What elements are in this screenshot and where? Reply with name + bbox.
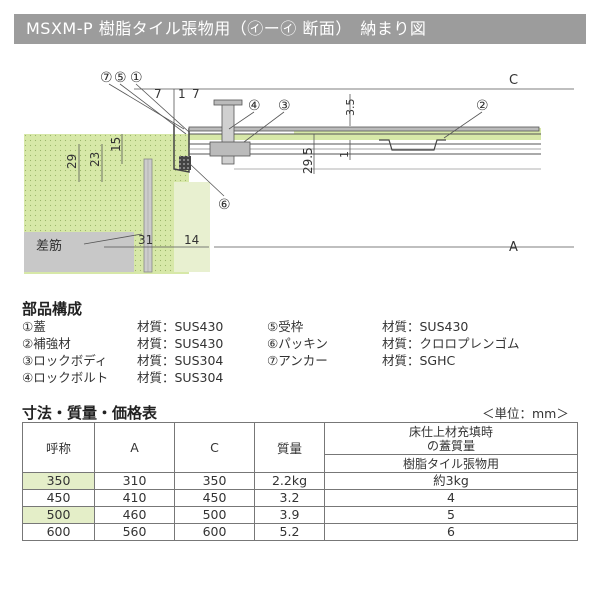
cross-section-diagram: 7 1 7 3.5 29 23 15 29.5 1 31 14 C A 差筋 ⑦… [24,70,574,274]
label-sashin: 差筋 [36,238,62,254]
dim-29-5: 29.5 [301,147,315,174]
cell-filled: 6 [324,523,578,541]
dim-7b: 7 [192,87,200,101]
part-name: ⑤受枠 [267,319,304,334]
marker-5: ⑤ [114,70,127,86]
part-name: ⑥パッキン [267,336,328,351]
dim-29: 29 [65,154,79,169]
cell-nominal: 450 [22,489,95,507]
part-material: 材質：SUS304 [137,353,224,368]
packing [179,156,191,170]
lid-plate [188,126,540,132]
cell-weight: 5.2 [254,523,325,541]
dim-1: 1 [178,87,186,101]
part-material: 材質：クロロプレンゴム [382,336,520,351]
cell-nominal: 600 [22,523,95,541]
header-filled-line1: 床仕上材充填時 [408,424,493,439]
cell-filled: 約3kg [324,472,578,490]
cell-c: 500 [174,506,255,524]
cell-nominal: 350 [22,472,95,490]
marker-1: ① [130,70,143,86]
cell-weight: 2.2kg [254,472,325,490]
label-a: A [509,240,518,255]
part-name: ⑦アンカー [267,353,328,368]
header-weight: 質量 [254,422,325,473]
dim-7a: 7 [154,87,162,101]
label-c: C [509,73,518,88]
header-c: C [174,422,255,473]
list-item: ②補強材 材質：SUS430 ⑥パッキン 材質：クロロプレンゴム [22,335,582,352]
cell-a: 560 [94,523,175,541]
floor-finish [189,134,541,140]
parts-title: 部品構成 [22,300,83,318]
table-row: 450 410 450 3.2 4 [22,489,578,507]
part-material: 材質：SUS430 [382,319,469,334]
table-title: 寸法・質量・価格表 [22,404,158,422]
cell-weight: 3.2 [254,489,325,507]
dim-3-5: 3.5 [344,99,357,117]
table-row: 600 560 600 5.2 6 [22,523,578,541]
dim-15: 15 [109,137,123,152]
table-row: 500 460 500 3.9 5 [22,506,578,524]
header-filled-line2: の蓋質量 [426,438,475,453]
cell-c: 600 [174,523,255,541]
header-a: A [94,422,175,473]
drawing-title: MSXM-P 樹脂タイル張物用（㋑ー㋑ 断面） 納まり図 [14,14,586,44]
part-material: 材質：SUS304 [137,370,224,385]
cell-a: 310 [94,472,175,490]
list-item: ①蓋 材質：SUS430 ⑤受枠 材質：SUS430 [22,318,582,335]
dim-23: 23 [88,152,102,167]
header-nominal: 呼称 [22,422,95,473]
dim-31: 31 [138,233,153,247]
marker-4: ④ [248,98,261,114]
dim-1b: 1 [338,151,351,158]
cell-c: 450 [174,489,255,507]
unit-label: ＜単位：mm＞ [482,406,569,421]
part-material: 材質：SUS430 [137,336,224,351]
cell-a: 460 [94,506,175,524]
dim-14: 14 [184,233,199,247]
list-item: ④ロックボルト 材質：SUS304 [22,369,582,386]
spec-table: 呼称 A C 質量 床仕上材充填時 の蓋質量 樹脂タイル張物用 350 310 … [22,422,578,541]
part-name: ②補強材 [22,336,71,351]
parts-list: ①蓋 材質：SUS430 ⑤受枠 材質：SUS430 ②補強材 材質：SUS43… [22,318,582,386]
cell-nominal: 500 [22,506,95,524]
cell-weight: 3.9 [254,506,325,524]
cell-c: 350 [174,472,255,490]
marker-3: ③ [278,98,291,114]
marker-7: ⑦ [100,70,113,86]
part-material: 材質：SUS430 [137,319,224,334]
header-filled-sub: 樹脂タイル張物用 [324,454,578,473]
cell-a: 410 [94,489,175,507]
part-material: 材質：SGHC [382,353,456,368]
cell-filled: 5 [324,506,578,524]
reinforcement-channel [379,139,446,151]
table-row: 350 310 350 2.2kg 約3kg [22,472,578,490]
part-name: ③ロックボディ [22,353,108,368]
list-item: ③ロックボディ 材質：SUS304 ⑦アンカー 材質：SGHC [22,352,582,369]
cell-filled: 4 [324,489,578,507]
part-name: ①蓋 [22,319,46,334]
header-filled: 床仕上材充填時 の蓋質量 [324,422,578,455]
part-name: ④ロックボルト [22,370,109,385]
marker-6: ⑥ [218,197,231,213]
marker-2: ② [476,98,489,114]
